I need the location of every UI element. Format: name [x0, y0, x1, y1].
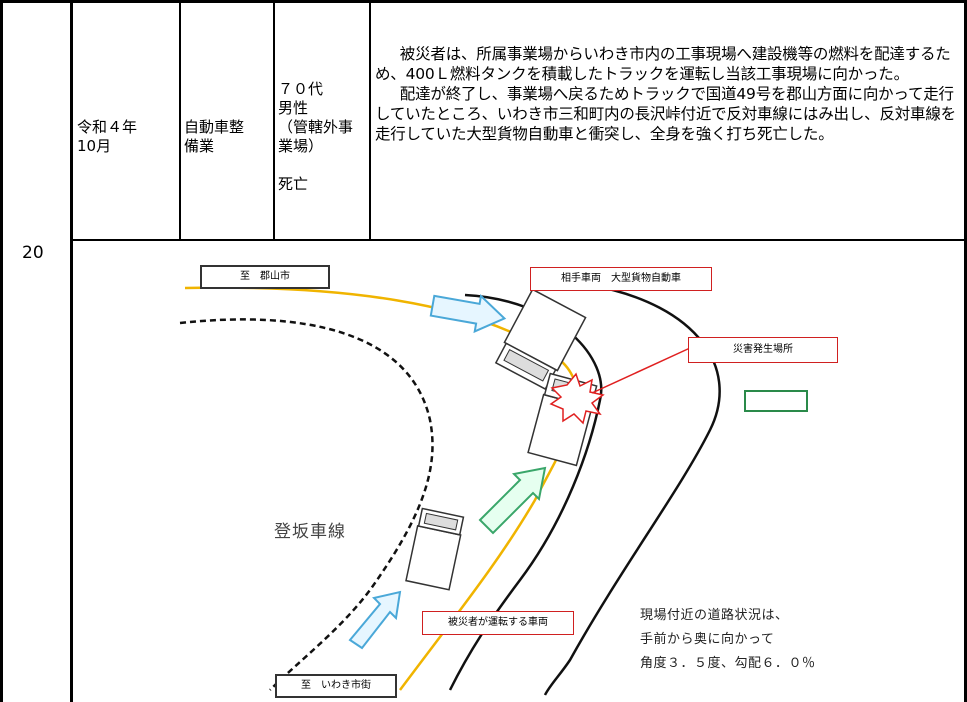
label-iwaki: 至 いわき市街 — [275, 674, 397, 698]
date-cell: 令和４年 10月 — [77, 118, 138, 155]
label-koriyama: 至 郡山市 — [200, 265, 330, 289]
crash-mark-icon — [549, 372, 605, 425]
accident-site-pointer — [591, 347, 691, 394]
road-note-line-2: 手前から奥に向かって — [640, 632, 775, 647]
number-column-divider — [70, 0, 73, 702]
victim-truck-earlier — [405, 507, 465, 591]
description-paragraph-2: 配達が終了し、事業場へ戻るためトラックで国道49号を郡山方面に向かって走行してい… — [375, 85, 956, 143]
table-top-border — [0, 0, 967, 3]
green-box — [744, 390, 808, 412]
column-divider-3 — [369, 0, 371, 240]
arrow-blue-top-icon — [429, 293, 507, 334]
opponent-truck — [494, 288, 587, 391]
table-left-border — [0, 0, 3, 702]
label-victim-vehicle: 被災者が運転する車両 — [422, 611, 574, 635]
road-note-line-1: 現場付近の道路状況は、 — [640, 608, 789, 623]
victim-cell: ７０代 男性 （管轄外事業場） 死亡 — [278, 80, 354, 193]
arrow-green-middle-icon — [478, 466, 547, 535]
arrow-blue-bottom-icon — [348, 590, 402, 650]
row-number: 20 — [22, 243, 44, 263]
road-note-line-3: 角度３．５度、勾配６．０％ — [640, 656, 816, 671]
right-road-edge-outer — [543, 283, 721, 696]
description-paragraph-1: 被災者は、所属事業場からいわき市内の工事現場へ建設機等の燃料を配達するため、40… — [375, 45, 951, 83]
table-right-border — [964, 0, 967, 702]
label-accident-site: 災害発生場所 — [688, 337, 838, 363]
label-climbing-lane: 登坂車線 — [274, 522, 346, 542]
column-divider-2 — [273, 0, 275, 240]
column-divider-1 — [179, 0, 181, 240]
label-opponent: 相手車両 大型貨物自動車 — [530, 267, 712, 291]
left-road-edge — [179, 318, 434, 691]
accident-description: 被災者は、所属事業場からいわき市内の工事現場へ建設機等の燃料を配達するため、40… — [375, 44, 960, 144]
industry-cell: 自動車整備業 — [184, 118, 245, 155]
row-divider — [71, 239, 967, 241]
road-condition-note: 現場付近の道路状況は、 手前から奥に向かって 角度３．５度、勾配６．０％ — [640, 604, 880, 676]
